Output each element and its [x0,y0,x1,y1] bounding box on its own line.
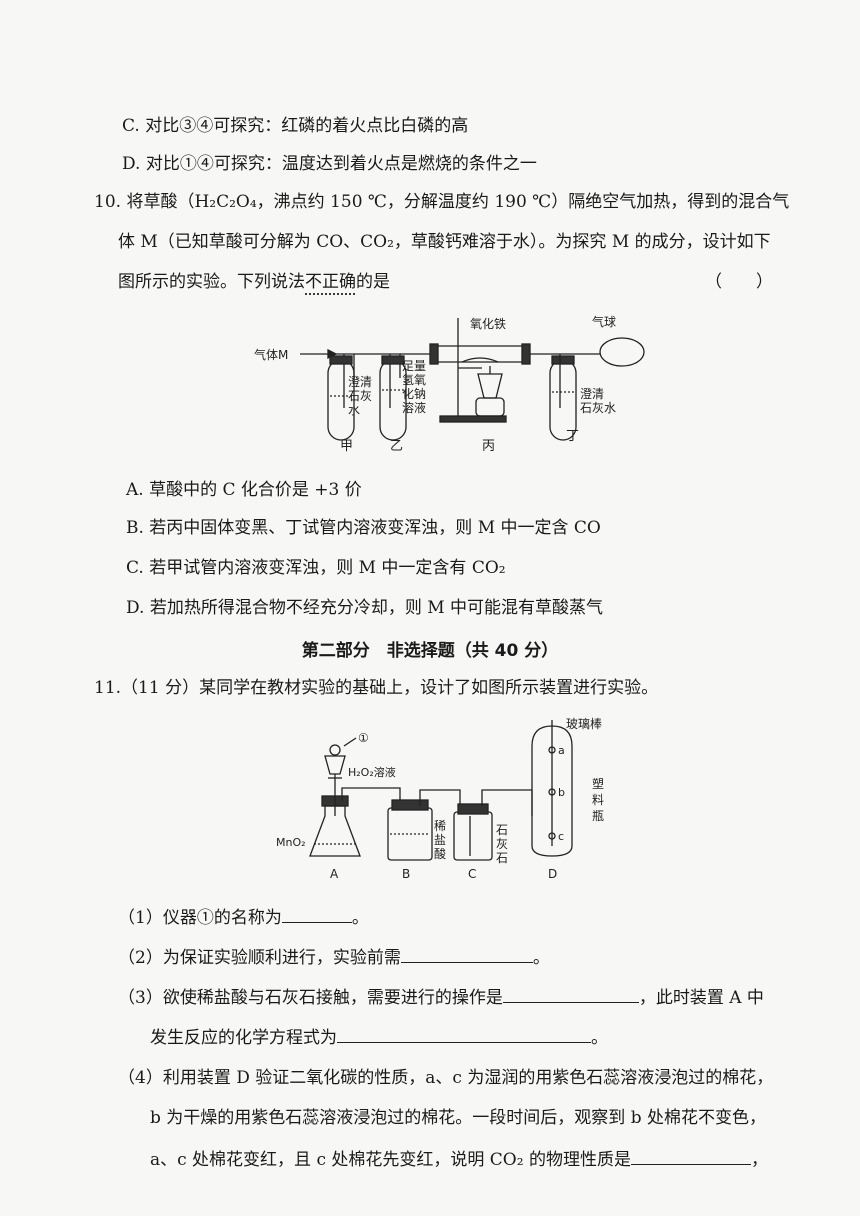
svg-text:c: c [558,830,564,843]
answer-blank-3[interactable] [502,984,639,1003]
answer-blank-4[interactable] [337,1024,591,1043]
emphasis-dots: 不正确 [305,272,356,292]
q10-stem-line1: 10. 将草酸（H₂C₂O₄，沸点约 150 ℃，分解温度约 190 ℃）隔绝空… [94,192,790,212]
svg-text:溶液: 溶液 [402,400,426,415]
answer-bracket: （ ） [705,272,773,292]
svg-text:化钠: 化钠 [402,386,426,401]
svg-text:乙: 乙 [390,439,403,454]
part2-heading: 第二部分 非选择题（共 40 分） [301,641,559,661]
svg-text:氢氧: 氢氧 [402,372,426,387]
q10-stem-line3: 图所示的实验。下列说法不正确的是 [118,272,390,292]
svg-text:稀: 稀 [434,819,446,833]
q11-part3-line1: （3）欲使稀盐酸与石灰石接触，需要进行的操作是，此时装置 A 中 [118,984,764,1010]
q10-stem-line2: 体 M（已知草酸可分解为 CO、CO₂，草酸钙难溶于水）。为探究 M 的成分，设… [118,232,771,252]
q11-part3-line2: 发生反应的化学方程式为。 [150,1024,608,1050]
answer-blank-1[interactable] [281,904,352,923]
gas-m-label: 气体M [254,347,288,362]
q11-part4-line1: （4）利用装置 D 验证二氧化碳的性质，a、c 为湿润的用紫色石蕊溶液浸泡过的棉… [118,1068,774,1088]
answer-blank-2[interactable] [400,944,533,963]
q9-option-d: D. 对比①④可探究：温度达到着火点是燃烧的条件之一 [122,154,537,174]
svg-text:A: A [330,867,339,881]
q11-apparatus-diagram: ① H₂O₂溶液 MnO₂ 稀 盐 酸 石 灰 石 玻璃棒 塑 料 瓶 a b … [276,717,604,881]
svg-text:澄清: 澄清 [348,374,372,389]
svg-text:丙: 丙 [482,439,495,454]
answer-blank-5[interactable] [630,1146,751,1165]
svg-text:石: 石 [496,851,508,865]
q9-option-c: C. 对比③④可探究：红磷的着火点比白磷的高 [122,116,469,136]
svg-text:b: b [558,786,565,799]
q10-option-c: C. 若甲试管内溶液变浑浊，则 M 中一定含有 CO₂ [126,558,506,578]
q10-option-d: D. 若加热所得混合物不经充分冷却，则 M 中可能混有草酸蒸气 [126,598,604,618]
q11-part4-line2: b 为干燥的用紫色石蕊溶液浸泡过的棉花。一段时间后，观察到 b 处棉花不变色， [150,1108,766,1128]
q11-part4-line3: a、c 处棉花变红，且 c 处棉花先变红，说明 CO₂ 的物理性质是， [150,1146,768,1172]
q11-part1: （1）仪器①的名称为。 [118,904,369,930]
svg-text:a: a [558,744,565,757]
svg-text:石: 石 [496,823,508,837]
q10-apparatus-diagram: 气体M 澄清 石灰 水 足量 氢氧 化钠 溶液 氧化铁 澄清 石灰水 气球 甲 … [254,314,645,454]
svg-text:石灰水: 石灰水 [580,401,616,415]
iron-oxide-label: 氧化铁 [470,317,506,331]
svg-text:甲: 甲 [340,439,353,454]
q11-part2: （2）为保证实验顺利进行，实验前需。 [118,944,550,970]
svg-text:C: C [468,867,476,881]
q10-option-b: B. 若丙中固体变黑、丁试管内溶液变浑浊，则 M 中一定含 CO [126,518,601,538]
svg-text:丁: 丁 [566,429,579,444]
svg-text:澄清: 澄清 [580,386,604,401]
svg-text:石灰: 石灰 [348,389,372,403]
svg-text:玻璃棒: 玻璃棒 [566,717,602,731]
svg-text:B: B [402,867,410,881]
svg-text:水: 水 [348,403,360,417]
svg-text:足量: 足量 [402,359,426,373]
svg-text:灰: 灰 [496,837,508,851]
svg-text:料: 料 [592,793,604,807]
svg-text:塑: 塑 [592,776,604,791]
svg-text:H₂O₂溶液: H₂O₂溶液 [348,765,396,779]
balloon-label: 气球 [592,314,616,329]
svg-text:瓶: 瓶 [592,809,604,823]
svg-text:MnO₂: MnO₂ [276,836,306,849]
svg-text:酸: 酸 [434,846,446,861]
svg-text:D: D [548,867,557,881]
q11-stem: 11.（11 分）某同学在教材实验的基础上，设计了如图所示装置进行实验。 [94,678,659,698]
svg-text:①: ① [358,731,369,745]
svg-text:盐: 盐 [434,833,446,847]
q10-option-a: A. 草酸中的 C 化合价是 +3 价 [126,480,362,500]
